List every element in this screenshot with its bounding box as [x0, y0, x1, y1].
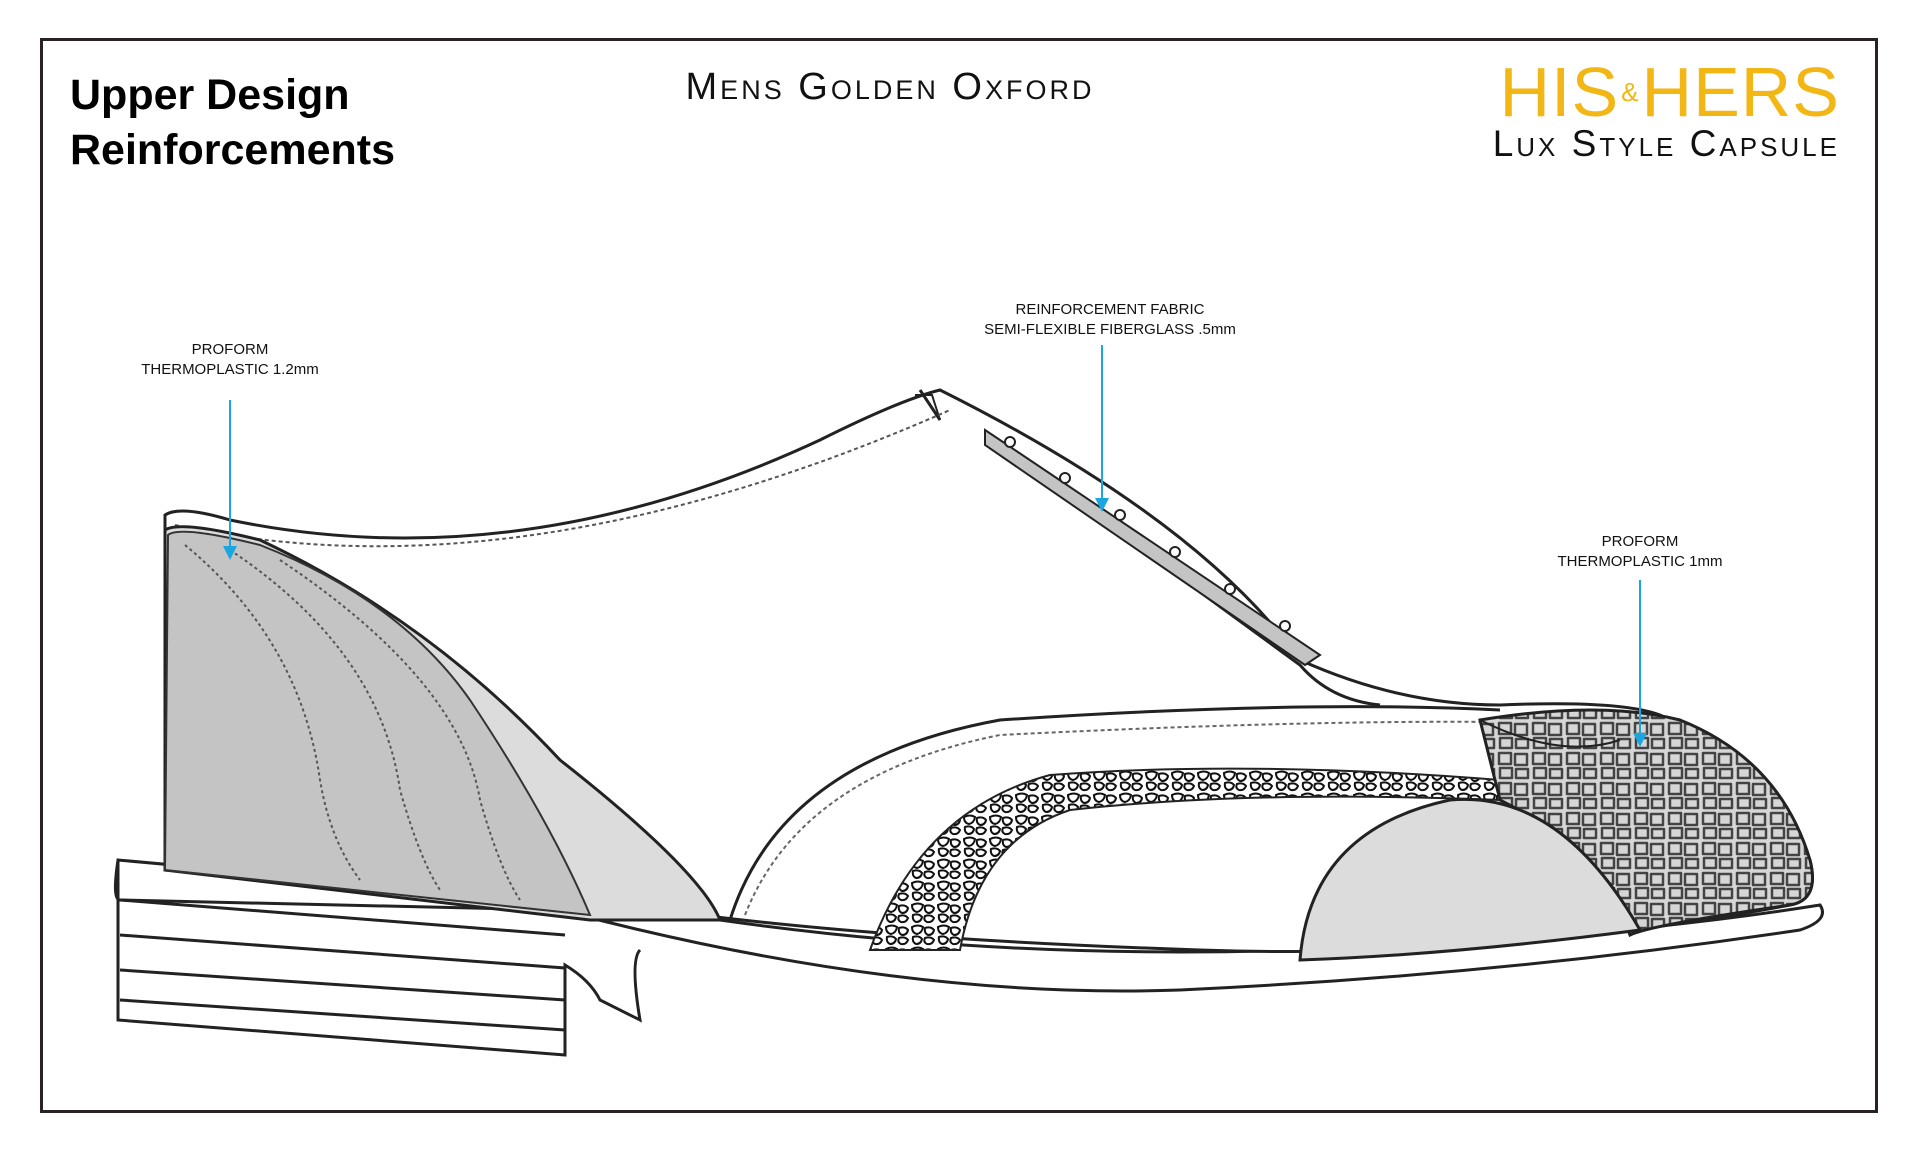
callout-toe-line2: THERMOPLASTIC 1mm: [1557, 553, 1723, 570]
page-title: Upper Design Reinforcements: [70, 68, 395, 178]
brand-his: HIS: [1499, 53, 1620, 131]
callout-heel-line2: THERMOPLASTIC 1.2mm: [141, 361, 319, 378]
callout-lace-line2: SEMI-FLEXIBLE FIBERGLASS .5mm: [984, 321, 1236, 338]
eyelet: [1279, 620, 1291, 632]
eyelet: [1114, 509, 1126, 521]
callout-arrows: [223, 345, 1647, 747]
callout-toe: PROFORM THERMOPLASTIC 1mm: [1510, 532, 1770, 572]
toe-reinforcement: [1298, 708, 1814, 962]
brand-logo: HIS&HERS Lux Style Capsule: [1320, 56, 1840, 164]
title-line-1: Upper Design: [70, 71, 350, 119]
arrow-lace-head: [1095, 498, 1109, 512]
callout-lace-line1: REINFORCEMENT FABRIC: [1015, 301, 1205, 318]
brand-ampersand: &: [1621, 77, 1640, 107]
callout-heel: PROFORM THERMOPLASTIC 1.2mm: [100, 340, 360, 380]
brand-tagline: Lux Style Capsule: [1492, 123, 1840, 164]
drawing-frame: [40, 38, 1878, 1113]
callout-toe-line1: PROFORM: [1601, 533, 1679, 550]
heel-reinforcement: [163, 525, 723, 922]
brand-hers: HERS: [1641, 53, 1840, 131]
eyelet: [1004, 436, 1016, 448]
eyelet: [1224, 583, 1236, 595]
lace-reinforcement: [984, 428, 1322, 667]
title-line-2: Reinforcements: [70, 126, 395, 174]
callout-heel-line1: PROFORM: [191, 341, 269, 358]
eyelet: [1059, 472, 1071, 484]
eyelet: [1169, 546, 1181, 558]
callout-lace: REINFORCEMENT FABRIC SEMI-FLEXIBLE FIBER…: [930, 300, 1290, 340]
arrow-heel-head: [223, 546, 237, 560]
product-subtitle: Mens Golden Oxford: [685, 66, 1095, 108]
arrow-toe-head: [1633, 733, 1647, 747]
